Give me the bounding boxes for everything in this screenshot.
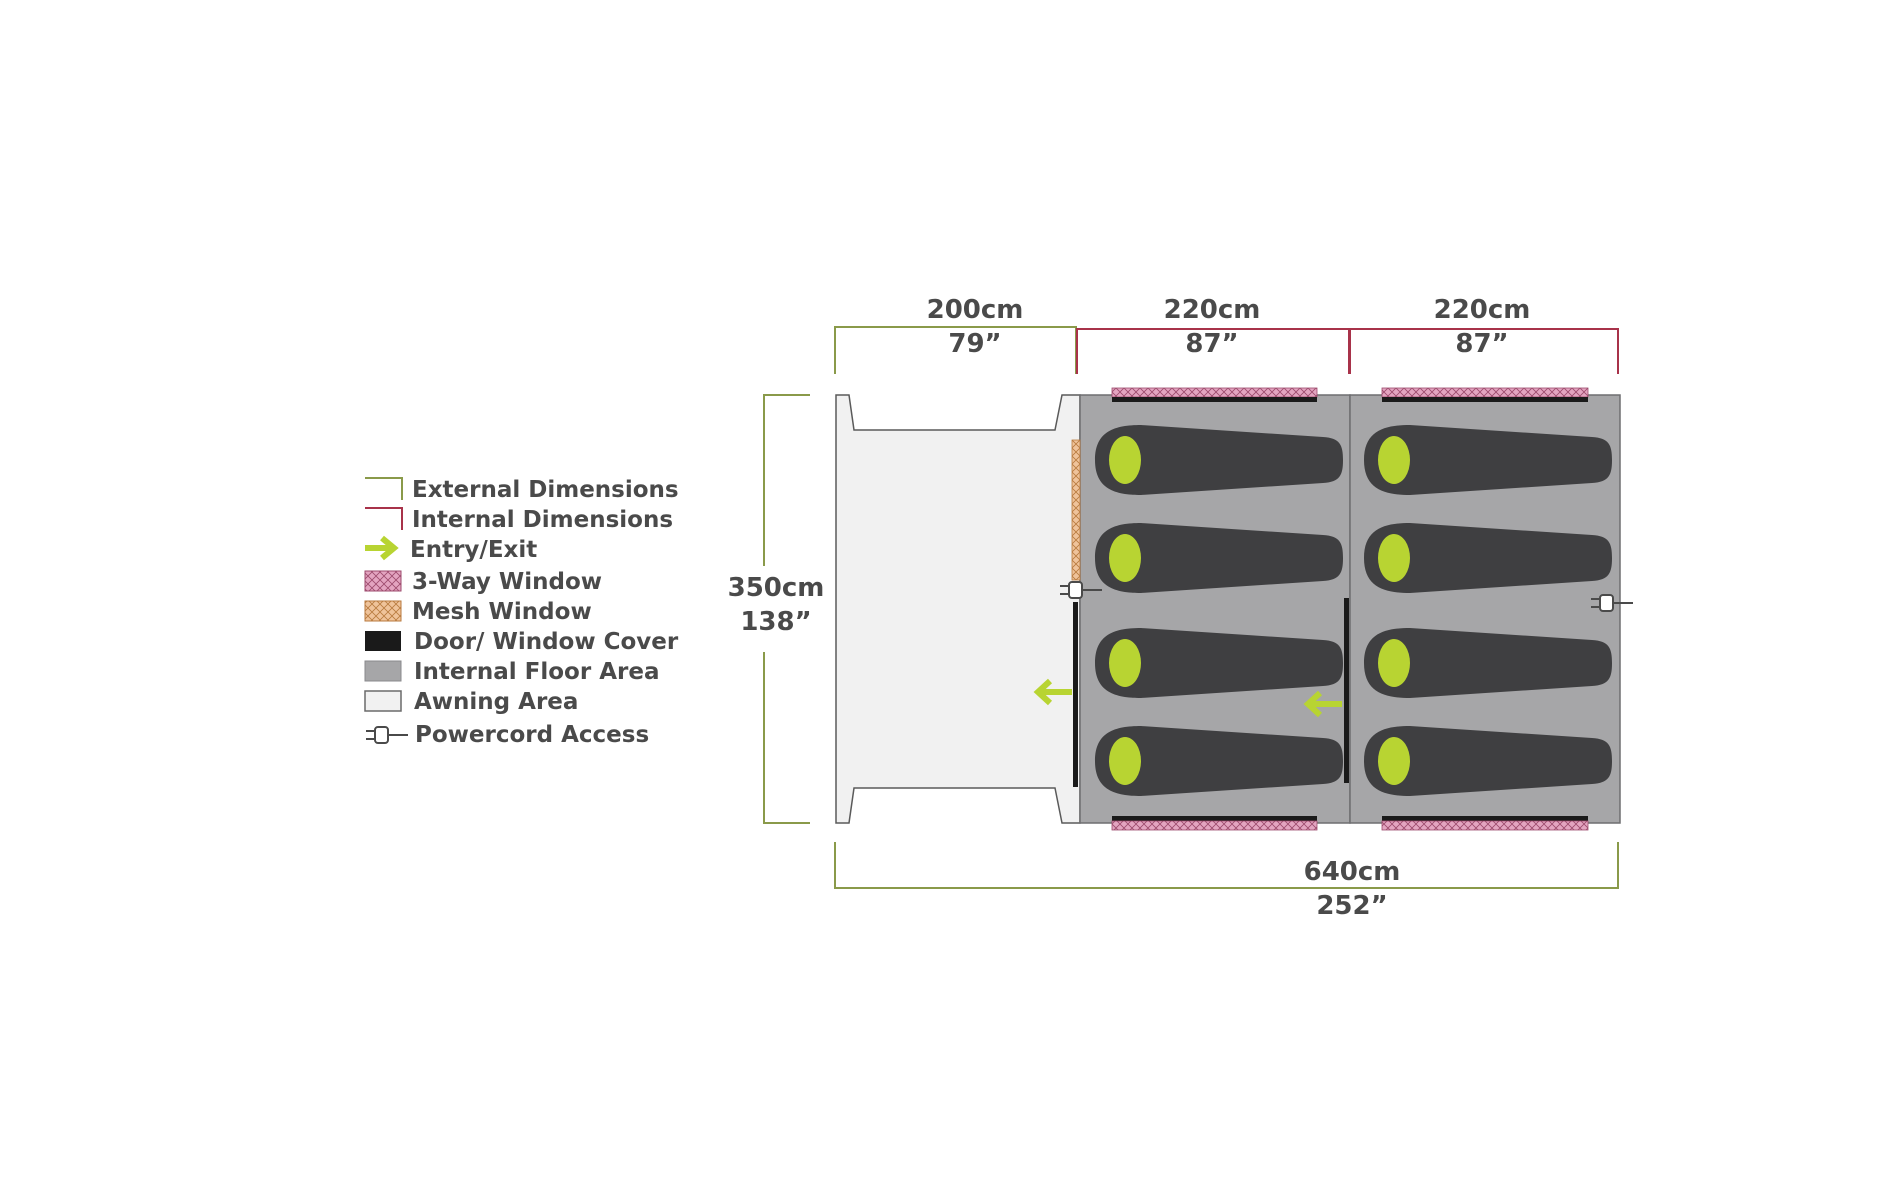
legend-item-awning: Awning Area xyxy=(364,689,578,715)
plug-icon xyxy=(365,726,409,744)
room1-width-in: 87” xyxy=(1185,329,1238,359)
3way-window-swatch xyxy=(364,570,402,592)
legend-item-mesh-window: Mesh Window xyxy=(364,599,592,625)
external-dimension-swatch xyxy=(365,477,403,500)
awning-width-in: 79” xyxy=(948,329,1001,359)
dimension-awning-width: 200cm 79” xyxy=(834,295,1077,374)
legend-item-3way-window: 3-Way Window xyxy=(364,569,602,595)
dimension-room1-width: 220cm 87” xyxy=(1076,295,1350,374)
legend: External Dimensions Internal Dimensions … xyxy=(364,477,679,748)
mesh-window-swatch xyxy=(364,600,402,622)
legend-item-floor: Internal Floor Area xyxy=(364,659,659,685)
legend-label-power: Powercord Access xyxy=(415,722,649,748)
legend-item-power: Powercord Access xyxy=(365,722,649,748)
legend-label-internal: Internal Dimensions xyxy=(412,507,673,533)
external-dimension-line xyxy=(763,394,810,566)
internal-dimension-line xyxy=(1349,328,1619,374)
height-in: 138” xyxy=(740,607,811,637)
legend-item-entry: Entry/Exit xyxy=(365,535,537,563)
external-dimension-line xyxy=(834,842,1619,889)
legend-label-entry: Entry/Exit xyxy=(410,537,537,563)
legend-label-3way-window: 3-Way Window xyxy=(412,569,602,595)
legend-label-floor: Internal Floor Area xyxy=(414,659,659,685)
3way-window-top-room2 xyxy=(1381,387,1589,402)
door-swatch xyxy=(365,631,401,651)
legend-item-external: External Dimensions xyxy=(365,477,679,503)
height-cm: 350cm xyxy=(728,573,825,603)
floor-swatch xyxy=(364,660,402,682)
3way-window-top-room1 xyxy=(1111,387,1318,402)
legend-item-door: Door/ Window Cover xyxy=(365,629,679,655)
external-dimension-line xyxy=(763,652,810,824)
room2-width-cm: 220cm xyxy=(1434,295,1531,325)
legend-label-awning: Awning Area xyxy=(414,689,578,715)
awning-swatch xyxy=(364,690,402,712)
awning-area xyxy=(835,394,1081,824)
door-room1-room2 xyxy=(1344,598,1349,783)
dimension-room2-width: 220cm 87” xyxy=(1349,295,1619,374)
awning-width-cm: 200cm xyxy=(927,295,1024,325)
dimension-height: 350cm 138” xyxy=(728,394,825,824)
total-length-cm: 640cm xyxy=(1304,857,1401,887)
internal-dimension-swatch xyxy=(365,507,403,530)
legend-label-door: Door/ Window Cover xyxy=(414,629,679,655)
arrow-left-icon xyxy=(1033,678,1072,706)
arrow-left-icon xyxy=(1303,690,1342,718)
3way-window-bottom-room1 xyxy=(1111,816,1318,831)
room1-width-cm: 220cm xyxy=(1164,295,1261,325)
legend-label-external: External Dimensions xyxy=(412,477,679,503)
3way-window-bottom-room2 xyxy=(1381,816,1589,831)
legend-label-mesh-window: Mesh Window xyxy=(412,599,592,625)
total-length-in: 252” xyxy=(1316,891,1387,921)
door-awning-room1 xyxy=(1073,602,1078,787)
legend-item-internal: Internal Dimensions xyxy=(365,507,673,533)
dimension-total-length: 640cm 252” xyxy=(834,842,1619,921)
room2-width-in: 87” xyxy=(1455,329,1508,359)
mesh-window xyxy=(1071,439,1081,581)
arrow-right-icon xyxy=(365,535,399,561)
